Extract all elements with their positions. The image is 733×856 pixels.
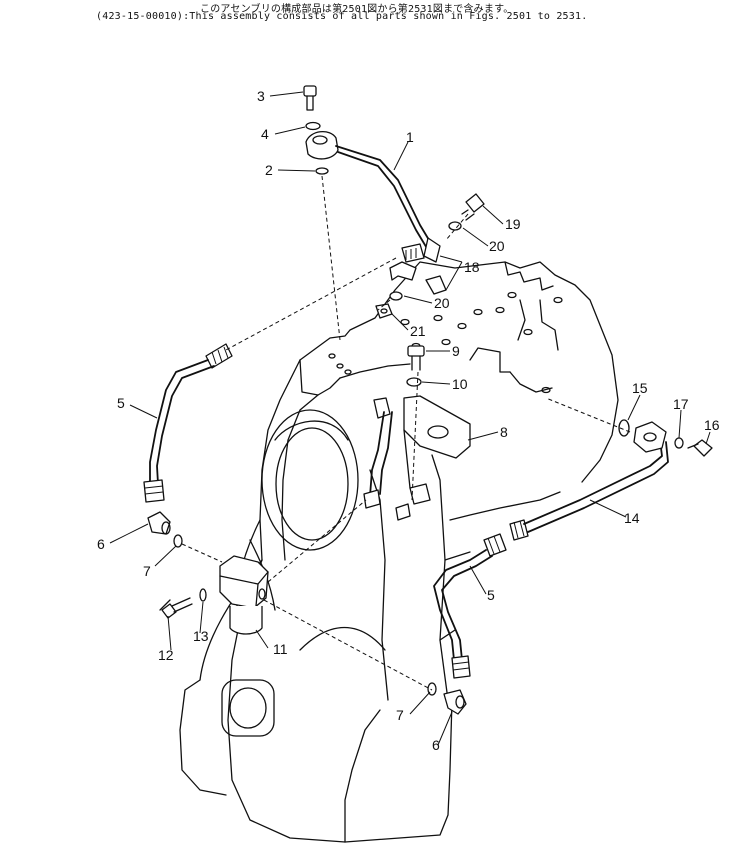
elbow-6-right xyxy=(443,689,467,715)
transmission-housing xyxy=(159,261,619,843)
bolt-9 xyxy=(407,345,425,371)
washer-17 xyxy=(674,437,684,449)
bracket-8 xyxy=(363,395,471,521)
washer-20-upper xyxy=(448,221,462,231)
bolt-12 xyxy=(161,597,193,619)
callout-6-right: 6 xyxy=(432,737,440,753)
callout-11: 11 xyxy=(273,641,288,657)
washer-10 xyxy=(406,377,422,387)
callout-15: 15 xyxy=(632,380,648,396)
pipe-1 xyxy=(305,131,441,263)
clamp-18 xyxy=(389,261,447,295)
nut-21 xyxy=(375,303,393,319)
callout-13: 13 xyxy=(193,628,209,644)
callout-3: 3 xyxy=(257,88,265,104)
filter-11 xyxy=(219,555,269,635)
deck-bolt-holes xyxy=(328,291,563,394)
o-ring-15 xyxy=(618,419,630,437)
hose-5-left xyxy=(143,343,233,503)
header-note-english: (423-15-00010):This assembly consists of… xyxy=(96,11,588,22)
callout-9: 9 xyxy=(452,343,460,359)
callout-21: 21 xyxy=(410,323,426,339)
o-ring-2 xyxy=(315,167,329,175)
callout-2: 2 xyxy=(265,162,273,178)
callout-20-lower: 20 xyxy=(434,295,450,311)
washer-13 xyxy=(199,588,207,602)
assembly-centerlines xyxy=(181,175,631,691)
o-ring-7-left xyxy=(173,534,183,548)
callout-7-left: 7 xyxy=(143,563,151,579)
elbow-6-left xyxy=(147,511,171,535)
flange-14 xyxy=(633,421,667,453)
callout-labels: 3 4 2 1 19 20 18 20 21 9 10 8 15 17 16 5… xyxy=(97,88,720,753)
callout-7-right: 7 xyxy=(396,707,404,723)
bolt-3 xyxy=(303,85,317,111)
pipe-14 xyxy=(509,439,669,541)
callout-8: 8 xyxy=(500,424,508,440)
callout-6-left: 6 xyxy=(97,536,105,552)
bolt-19 xyxy=(461,193,485,221)
callout-18: 18 xyxy=(464,259,480,275)
callout-12: 12 xyxy=(158,647,174,663)
callout-16: 16 xyxy=(704,417,720,433)
callout-1: 1 xyxy=(406,129,414,145)
callout-19: 19 xyxy=(505,216,521,232)
callout-17: 17 xyxy=(673,396,689,412)
callout-20-upper: 20 xyxy=(489,238,505,254)
hose-5-right xyxy=(433,533,507,679)
washer-4 xyxy=(305,121,321,131)
bolt-16 xyxy=(687,439,713,457)
leader-lines xyxy=(109,91,711,746)
callout-5-left: 5 xyxy=(117,395,125,411)
callout-5-right: 5 xyxy=(487,587,495,603)
callout-4: 4 xyxy=(261,126,269,142)
callout-10: 10 xyxy=(452,376,468,392)
callout-14: 14 xyxy=(624,510,640,526)
washer-20-lower xyxy=(389,291,403,301)
header-note-japanese: このアセンブリの構成部品は第2501図から第2531図まで含みます。 xyxy=(200,4,514,15)
